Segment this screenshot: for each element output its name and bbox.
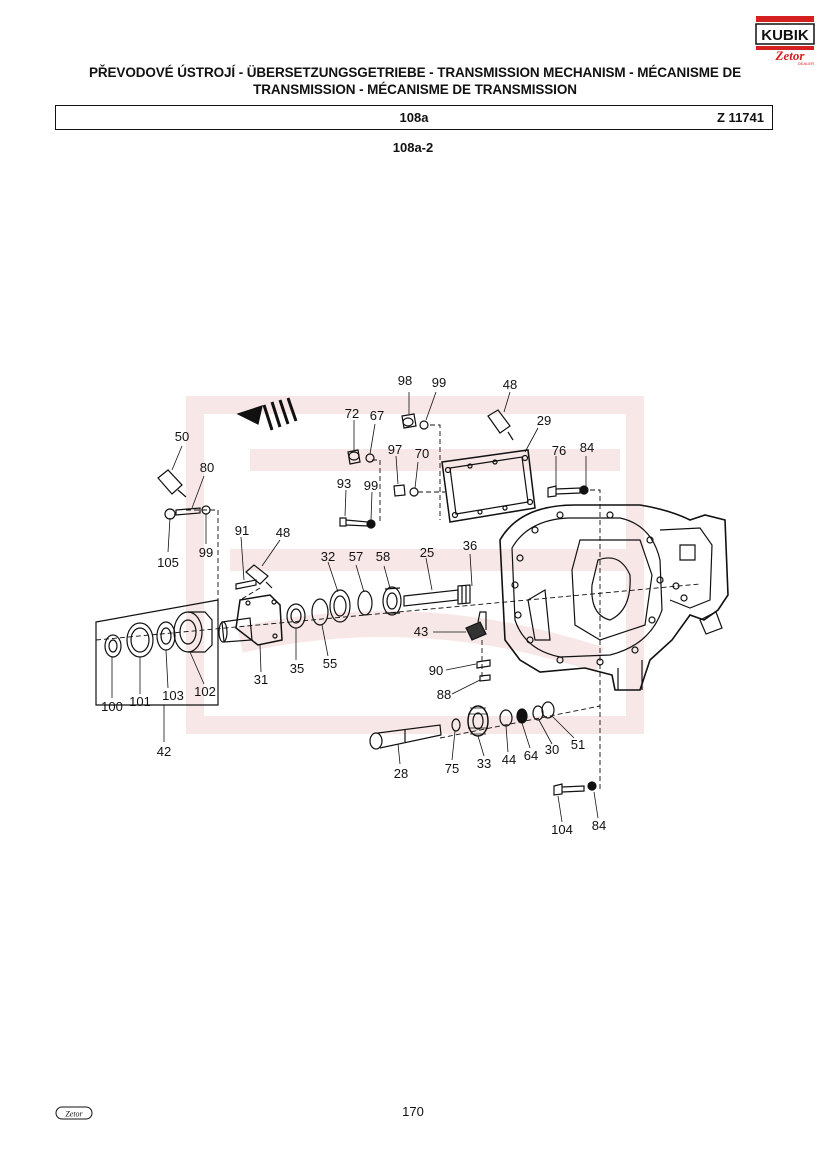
plug-97: [393, 484, 406, 497]
plug-98: [401, 413, 417, 429]
callout-105: 105: [157, 555, 179, 570]
washer-75: [451, 718, 461, 732]
cotter-pin-91: [235, 579, 257, 590]
callout-84: 84: [580, 440, 594, 455]
brand-logo-text: KUBIK: [761, 27, 809, 44]
kubik-zetor-logo: KUBIK Zetor DEALER: [755, 16, 815, 66]
callout-32: 32: [321, 549, 335, 564]
page-title: PŘEVODOVÉ ÚSTROJÍ - ÜBERSETZUNGSGETRIEBE…: [60, 64, 770, 98]
callout-99c: 99: [199, 545, 213, 560]
callout-98: 98: [398, 373, 412, 388]
section-code: 108a-2: [392, 140, 434, 155]
callout-55: 55: [323, 656, 337, 671]
washer-99-mid: [366, 519, 376, 529]
washer-84-top: [579, 485, 589, 495]
footer-logo-text: Zetor: [65, 1110, 83, 1119]
callout-50: 50: [175, 429, 189, 444]
callout-104: 104: [551, 822, 573, 837]
bolt-76: [547, 485, 581, 498]
callout-67: 67: [370, 408, 384, 423]
callout-76: 76: [552, 443, 566, 458]
nut-105: [164, 508, 176, 520]
bolt-104: [553, 783, 585, 796]
callout-90: 90: [429, 663, 443, 678]
callout-101: 101: [129, 694, 151, 709]
seal-100: [104, 634, 122, 658]
callout-30: 30: [545, 742, 559, 757]
callout-97: 97: [388, 442, 402, 457]
dealer-watermark: [186, 396, 644, 734]
page-number: 170: [402, 1104, 424, 1119]
callout-72: 72: [345, 406, 359, 421]
bolt-93: [339, 517, 369, 527]
callout-48: 48: [503, 377, 517, 392]
pin-43: [465, 611, 487, 641]
dowel-88: [479, 674, 491, 682]
callout-25: 25: [420, 545, 434, 560]
title-line-1: PŘEVODOVÉ ÚSTROJÍ - ÜBERSETZUNGSGETRIEBE…: [88, 65, 742, 80]
callout-84b: 84: [592, 818, 606, 833]
group-code: 108a: [399, 110, 429, 125]
callout-42: 42: [157, 744, 171, 759]
callout-75: 75: [445, 761, 459, 776]
transmission-housing: [499, 504, 729, 691]
callout-33: 33: [477, 756, 491, 771]
callout-70: 70: [415, 446, 429, 461]
shaft-25: [403, 584, 471, 607]
zetor-footer-logo: Zetor: [55, 1106, 93, 1120]
dowel-90: [476, 659, 491, 669]
group-header-box: 108a Z 11741: [55, 105, 773, 130]
callout-51: 51: [571, 737, 585, 752]
callout-99b: 99: [364, 478, 378, 493]
ring-55: [311, 598, 329, 626]
callout-44: 44: [502, 752, 516, 767]
callout-48b: 48: [276, 525, 290, 540]
direction-arrow-icon: [236, 397, 298, 431]
callout-35: 35: [290, 661, 304, 676]
ring-103: [156, 621, 176, 651]
callout-43: 43: [414, 624, 428, 639]
callout-31: 31: [254, 672, 268, 687]
bearing-58: [382, 586, 402, 616]
callout-103: 103: [162, 688, 184, 703]
callout-36: 36: [463, 538, 477, 553]
washer-99-top: [419, 420, 429, 430]
bearing-housing-31: [218, 594, 283, 646]
brand-dealer-text: DEALER: [798, 61, 814, 66]
group-reference: Z 11741: [717, 110, 764, 125]
cover-plate-29: [441, 449, 536, 523]
ring-32: [329, 589, 351, 623]
callout-91: 91: [235, 523, 249, 538]
plug-72: [347, 449, 361, 465]
callout-93: 93: [337, 476, 351, 491]
ring-57: [357, 590, 373, 616]
washer-84-bottom: [587, 781, 597, 791]
callout-58: 58: [376, 549, 390, 564]
callout-88: 88: [437, 687, 451, 702]
callout-28: 28: [394, 766, 408, 781]
washer-70: [409, 487, 419, 497]
callout-57: 57: [349, 549, 363, 564]
switch-48-top: [487, 409, 514, 441]
ring-51: [541, 701, 555, 719]
assembly-42-box: [95, 599, 219, 706]
callout-99: 99: [432, 375, 446, 390]
callout-leaders: [111, 391, 599, 823]
callout-102: 102: [194, 684, 216, 699]
callout-29: 29: [537, 413, 551, 428]
bolt-80: [175, 507, 201, 516]
shaft-28: [369, 724, 442, 750]
callout-100: 100: [101, 699, 123, 714]
callout-80: 80: [200, 460, 214, 475]
brand-zetor-text: Zetor: [775, 48, 806, 63]
switch-50: [157, 469, 187, 498]
callout-64: 64: [524, 748, 538, 763]
ring-64: [516, 708, 528, 724]
assembly-center-lines: [95, 424, 701, 792]
title-line-2: TRANSMISSION - MÉCANISME DE TRANSMISSION: [253, 82, 577, 97]
